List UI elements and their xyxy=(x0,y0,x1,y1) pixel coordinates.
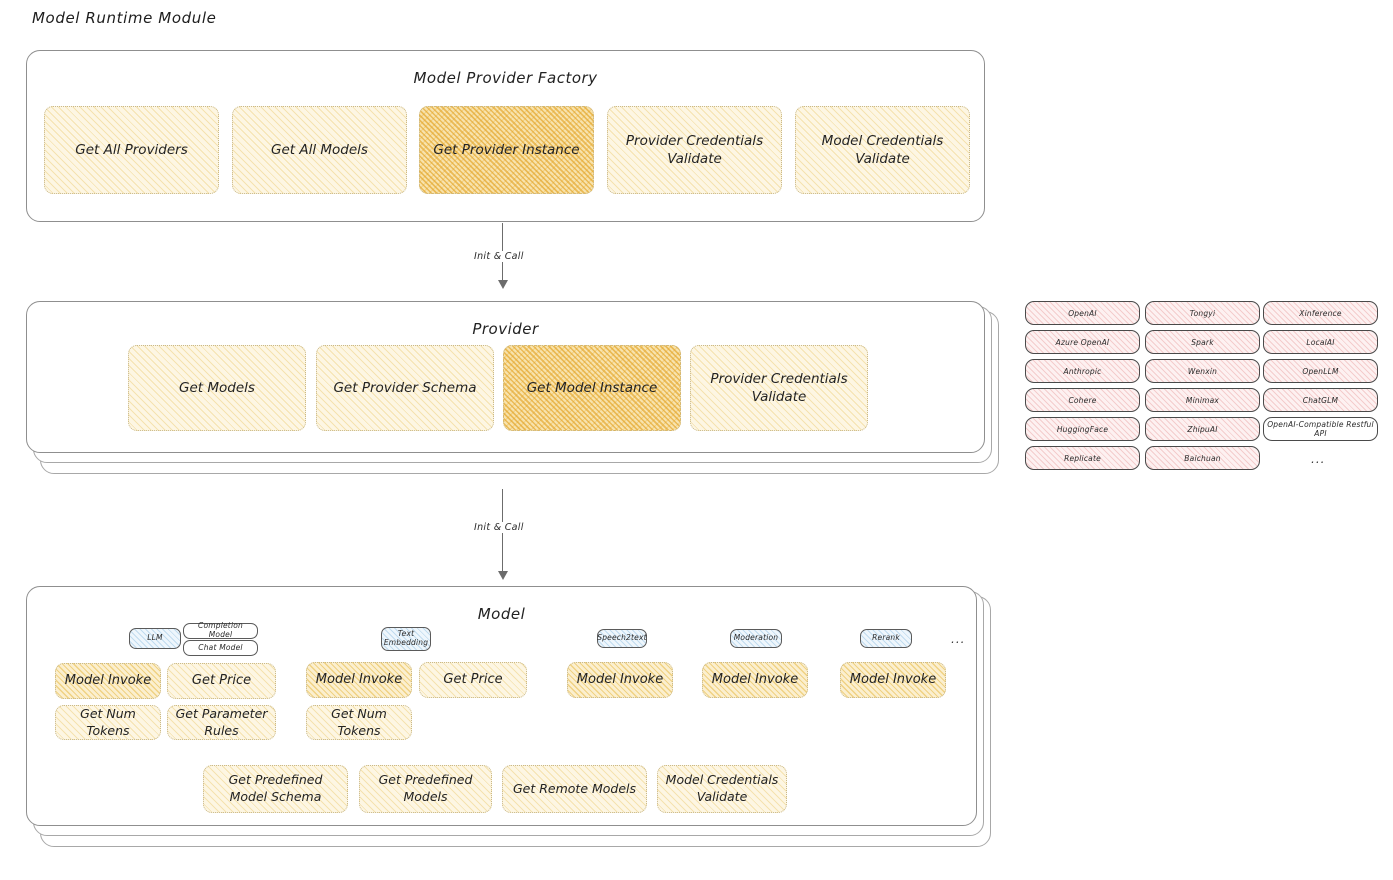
provider-chip-zhipuai[interactable]: ZhipuAI xyxy=(1145,417,1260,441)
provider-chip-azure-openai[interactable]: Azure OpenAI xyxy=(1025,330,1140,354)
node-model-credentials-validate[interactable]: Model Credentials Validate xyxy=(657,765,787,813)
provider-chip-localai[interactable]: LocalAI xyxy=(1263,330,1378,354)
provider-chip-minimax[interactable]: Minimax xyxy=(1145,388,1260,412)
provider-chip-cohere[interactable]: Cohere xyxy=(1025,388,1140,412)
model-types-more: ... xyxy=(951,632,966,646)
provider-chip-wenxin[interactable]: Wenxin xyxy=(1145,359,1260,383)
page-title: Model Runtime Module xyxy=(32,9,217,27)
node-get-provider-instance[interactable]: Get Provider Instance xyxy=(419,106,594,194)
node-text-embedding-get-num-tokens[interactable]: Get Num Tokens xyxy=(306,705,412,740)
model-type-badge-llm[interactable]: LLM xyxy=(129,628,181,649)
provider-chip-huggingface[interactable]: HuggingFace xyxy=(1025,417,1140,441)
provider-chip-openai-compatible-restful-api[interactable]: OpenAI-Compatible Restful API xyxy=(1263,417,1378,441)
node-get-model-instance[interactable]: Get Model Instance xyxy=(503,345,681,431)
node-get-predefined-models[interactable]: Get Predefined Models xyxy=(359,765,492,813)
node-get-predefined-model-schema[interactable]: Get Predefined Model Schema xyxy=(203,765,348,813)
model-type-badge-rerank[interactable]: Rerank xyxy=(860,629,912,648)
arrow-factory-to-provider-head xyxy=(498,280,508,289)
node-provider-credentials-validate[interactable]: Provider Credentials Validate xyxy=(690,345,868,431)
node-get-all-models[interactable]: Get All Models xyxy=(232,106,407,194)
provider-title: Provider xyxy=(472,320,539,338)
model-type-badge-moderation[interactable]: Moderation xyxy=(730,629,782,648)
node-model-credentials-validate-factory[interactable]: Model Credentials Validate xyxy=(795,106,970,194)
provider-chip-openai[interactable]: OpenAI xyxy=(1025,301,1140,325)
node-get-provider-schema[interactable]: Get Provider Schema xyxy=(316,345,494,431)
node-get-remote-models[interactable]: Get Remote Models xyxy=(502,765,647,813)
arrow-provider-to-model-head xyxy=(498,571,508,580)
arrow-label-init-and-call-2: Init & Call xyxy=(470,522,528,533)
provider-chip-tongyi[interactable]: Tongyi xyxy=(1145,301,1260,325)
node-llm-model-invoke[interactable]: Model Invoke xyxy=(55,663,161,699)
node-moderation-model-invoke[interactable]: Model Invoke xyxy=(702,662,808,698)
model-subtype-badge-chat-model[interactable]: Chat Model xyxy=(183,640,258,656)
node-speech2text-model-invoke[interactable]: Model Invoke xyxy=(567,662,673,698)
provider-chip-xinference[interactable]: Xinference xyxy=(1263,301,1378,325)
node-llm-get-parameter-rules[interactable]: Get Parameter Rules xyxy=(167,705,276,740)
provider-chip-openllm[interactable]: OpenLLM xyxy=(1263,359,1378,383)
node-provider-credentials-validate-factory[interactable]: Provider Credentials Validate xyxy=(607,106,782,194)
provider-chip-chatglm[interactable]: ChatGLM xyxy=(1263,388,1378,412)
provider-list-more: ... xyxy=(1311,452,1326,466)
provider-chip-baichuan[interactable]: Baichuan xyxy=(1145,446,1260,470)
node-get-all-providers[interactable]: Get All Providers xyxy=(44,106,219,194)
node-rerank-model-invoke[interactable]: Model Invoke xyxy=(840,662,946,698)
provider-chip-spark[interactable]: Spark xyxy=(1145,330,1260,354)
node-get-models[interactable]: Get Models xyxy=(128,345,306,431)
model-type-badge-text-embedding[interactable]: Text Embedding xyxy=(381,627,431,651)
node-llm-get-num-tokens[interactable]: Get Num Tokens xyxy=(55,705,161,740)
node-text-embedding-model-invoke[interactable]: Model Invoke xyxy=(306,662,412,698)
model-type-badge-speech2text[interactable]: Speech2text xyxy=(597,629,647,648)
node-llm-get-price[interactable]: Get Price xyxy=(167,663,276,699)
provider-chip-replicate[interactable]: Replicate xyxy=(1025,446,1140,470)
model-provider-factory-title: Model Provider Factory xyxy=(413,69,598,87)
arrow-label-init-and-call-1: Init & Call xyxy=(470,251,528,262)
provider-chip-anthropic[interactable]: Anthropic xyxy=(1025,359,1140,383)
model-title: Model xyxy=(477,605,526,623)
model-subtype-badge-completion-model[interactable]: Completion Model xyxy=(183,622,258,639)
node-text-embedding-get-price[interactable]: Get Price xyxy=(419,662,527,698)
